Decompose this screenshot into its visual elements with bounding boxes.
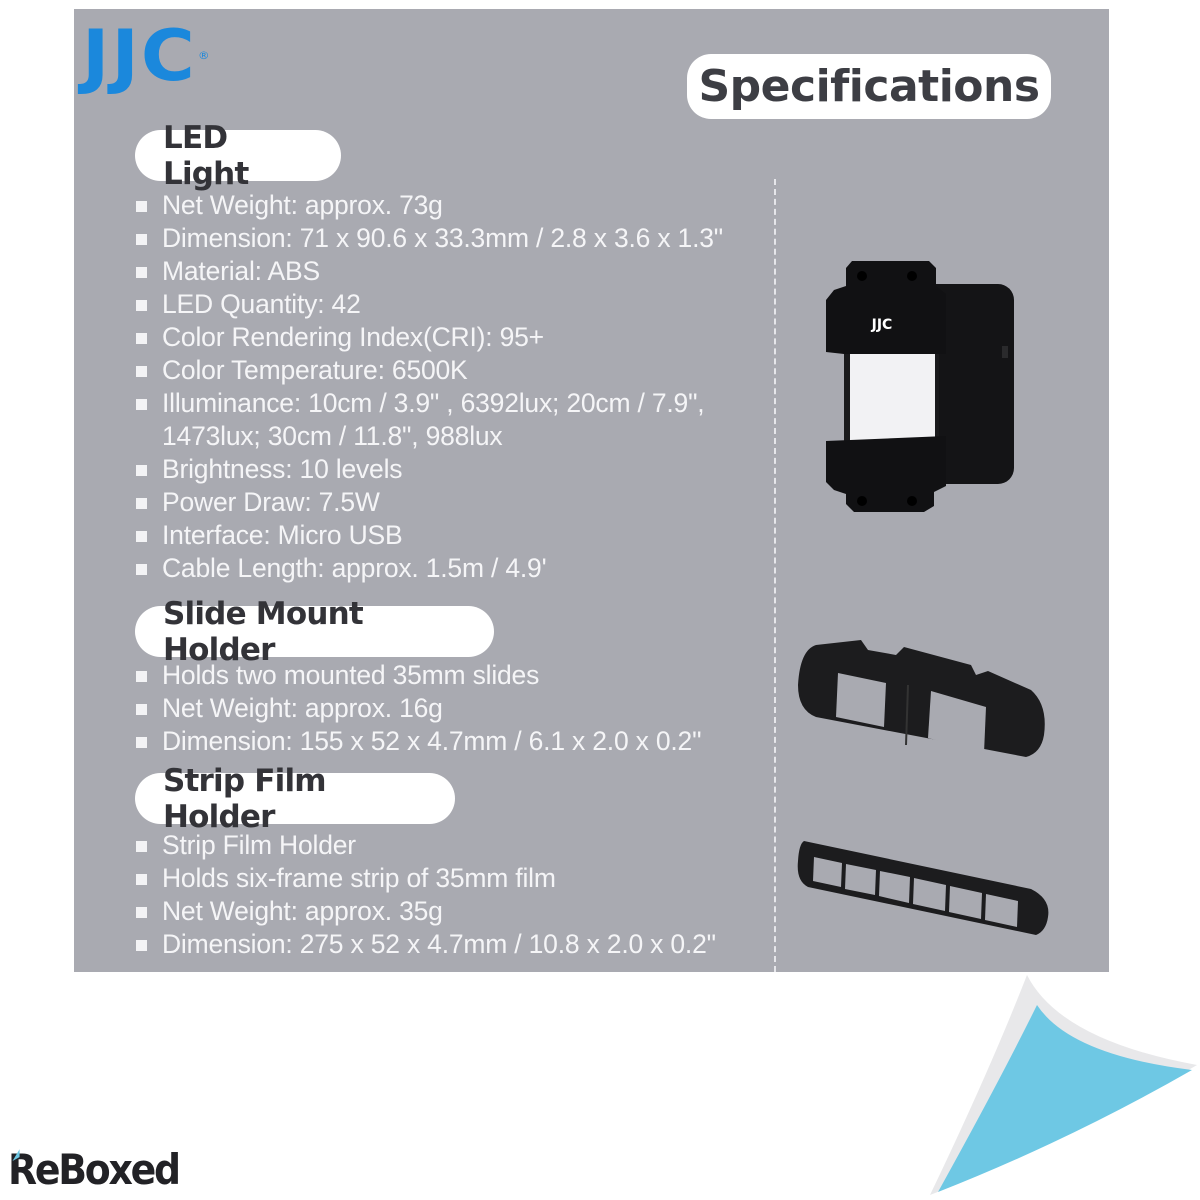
list-item: Interface: Micro USB: [136, 519, 723, 552]
list-item: Illuminance: 10cm / 3.9" , 6392lux; 20cm…: [136, 387, 723, 420]
list-item: Brightness: 10 levels: [136, 453, 723, 486]
list-item: Net Weight: approx. 73g: [136, 189, 723, 222]
reboxed-tab-icon: [12, 1149, 20, 1161]
section-heading-led-light: LED Light: [135, 120, 341, 192]
list-item: Strip Film Holder: [136, 829, 716, 862]
heading-text: Strip Film Holder: [163, 762, 327, 835]
svg-text:JJC: JJC: [871, 317, 893, 333]
list-item: Dimension: 155 x 52 x 4.7mm / 6.1 x 2.0 …: [136, 725, 702, 758]
list-item: Holds six-frame strip of 35mm film: [136, 862, 716, 895]
list-item: Net Weight: approx. 35g: [136, 895, 716, 928]
logo-text: JJC: [82, 15, 197, 97]
led-light-panel-image: JJC: [826, 261, 1014, 512]
page-curl-decoration: [930, 975, 1197, 1195]
section-heading-slide-mount-holder: Slide Mount Holder: [135, 596, 494, 668]
list-item: Power Draw: 7.5W: [136, 486, 723, 519]
reboxed-watermark: ReBoxed: [8, 1145, 181, 1194]
list-item: Dimension: 275 x 52 x 4.7mm / 10.8 x 2.0…: [136, 928, 716, 961]
jjc-logo: JJC®: [82, 21, 210, 91]
list-item: Holds two mounted 35mm slides: [136, 659, 701, 692]
watermark-text: ReBoxed: [8, 1145, 181, 1194]
page-title: Specifications: [687, 54, 1051, 119]
strip-film-holder-image: [797, 841, 1049, 935]
section-heading-strip-film-holder: Strip Film Holder: [135, 763, 455, 835]
page-title-text: Specifications: [698, 61, 1040, 112]
heading-text: LED Light: [163, 119, 249, 192]
list-item: LED Quantity: 42: [136, 288, 723, 321]
specifications-panel: JJC® Specifications LED Light Net Weight…: [74, 9, 1109, 972]
list-item-continuation: 1473lux; 30cm / 11.8", 988lux: [162, 421, 503, 451]
list-item: Material: ABS: [136, 255, 723, 288]
registered-mark: ®: [197, 49, 212, 62]
slide-mount-spec-list: Holds two mounted 35mm slides Net Weight…: [136, 659, 702, 758]
slide-mount-holder-image: [798, 640, 1045, 757]
list-item: Net Weight: approx. 16g: [136, 692, 701, 725]
list-item: Color Rendering Index(CRI): 95+: [136, 321, 723, 354]
strip-film-spec-list: Strip Film Holder Holds six-frame strip …: [136, 829, 716, 961]
list-item: Color Temperature: 6500K: [136, 354, 723, 387]
list-item: Dimension: 71 x 90.6 x 33.3mm / 2.8 x 3.…: [136, 222, 723, 255]
list-item: Cable Length: approx. 1.5m / 4.9': [136, 552, 723, 585]
heading-text: Slide Mount Holder: [163, 595, 364, 668]
led-light-spec-list: Net Weight: approx. 73g Dimension: 71 x …: [136, 189, 723, 585]
dashed-divider: [774, 179, 776, 972]
